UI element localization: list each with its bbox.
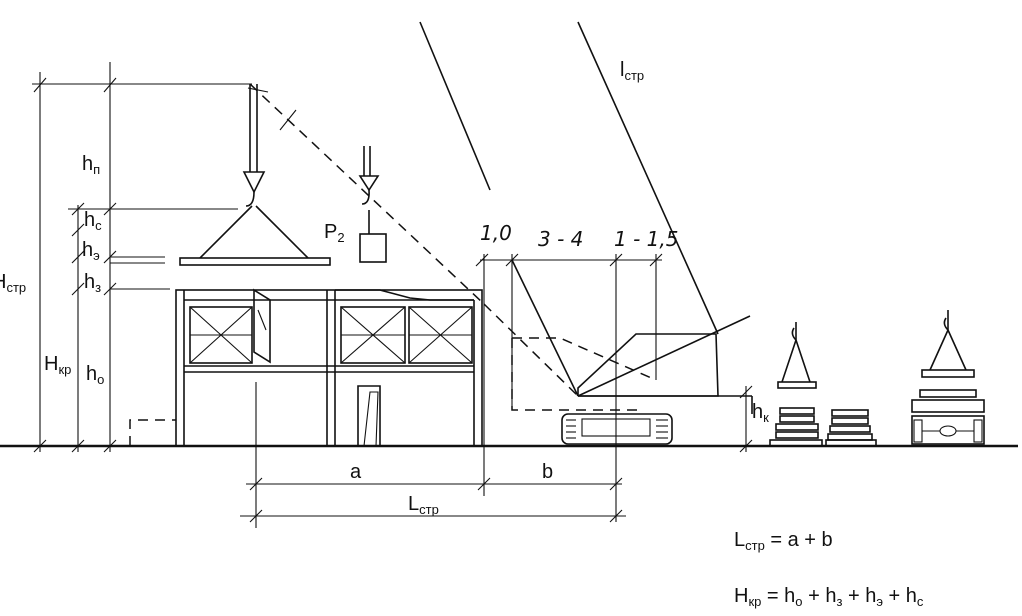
formula-lstr: Lстр = a + b — [734, 529, 833, 553]
label-l-str: lстр — [620, 59, 644, 83]
label-a: a — [350, 461, 362, 483]
clearance-2: 3 - 4 — [538, 227, 583, 251]
mobile-crane — [475, 253, 753, 460]
hk-dimension — [739, 385, 753, 453]
label-h-c: hс — [84, 209, 102, 233]
label-h-p: hп — [82, 153, 100, 177]
label-h-e: hэ — [82, 239, 100, 263]
label-p2: P2 — [324, 221, 345, 245]
formula-hkr: Hкр = hо + hз + hэ + hс — [734, 585, 924, 609]
suspended-slab — [179, 84, 331, 266]
load-p2 — [358, 146, 387, 263]
label-h-str: Hстр — [0, 271, 26, 295]
clearance-3: 1 - 1,5 — [614, 227, 678, 251]
label-L-str: Lстр — [408, 493, 439, 517]
building — [129, 288, 483, 447]
label-h-z: hз — [84, 271, 101, 295]
crane-booms — [247, 21, 719, 397]
clearance-1: 1,0 — [480, 221, 512, 245]
label-h-o: hо — [86, 363, 104, 387]
left-dimension-lines — [32, 62, 252, 453]
material-stacks — [769, 310, 985, 447]
label-h-kr: Hкр — [44, 353, 71, 377]
bottom-dimensions — [240, 382, 626, 528]
label-h-k: hк — [752, 401, 769, 425]
label-b: b — [542, 461, 553, 483]
